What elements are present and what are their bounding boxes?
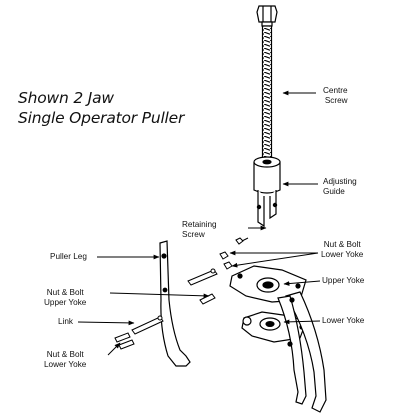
label-upper-yoke: Upper Yoke (322, 276, 365, 285)
title-line-1: Shown 2 Jaw (18, 89, 114, 107)
retaining-screw (235, 237, 249, 245)
label-centre-screw: Centre Screw (323, 86, 348, 105)
puller-leg-left (159, 240, 191, 367)
puller-leg-right (277, 291, 327, 413)
centre-screw (256, 5, 278, 159)
fasteners (114, 251, 233, 350)
label-retaining-screw: Retaining Screw (182, 220, 217, 239)
label-lower-yoke: Lower Yoke (322, 316, 365, 325)
label-nut-bolt-lower-yoke-left: Nut & Bolt Lower Yoke (44, 350, 87, 369)
label-puller-leg: Puller Leg (50, 252, 87, 261)
adjusting-guide (253, 156, 281, 228)
label-nut-bolt-lower-yoke-right: Nut & Bolt Lower Yoke (321, 240, 364, 259)
label-nut-bolt-upper-yoke: Nut & Bolt Upper Yoke (44, 288, 87, 307)
title-line-2: Single Operator Puller (18, 109, 185, 127)
label-adjusting-guide: Adjusting Guide (323, 177, 357, 196)
leader-lines (77, 90, 321, 356)
label-link: Link (58, 317, 74, 326)
